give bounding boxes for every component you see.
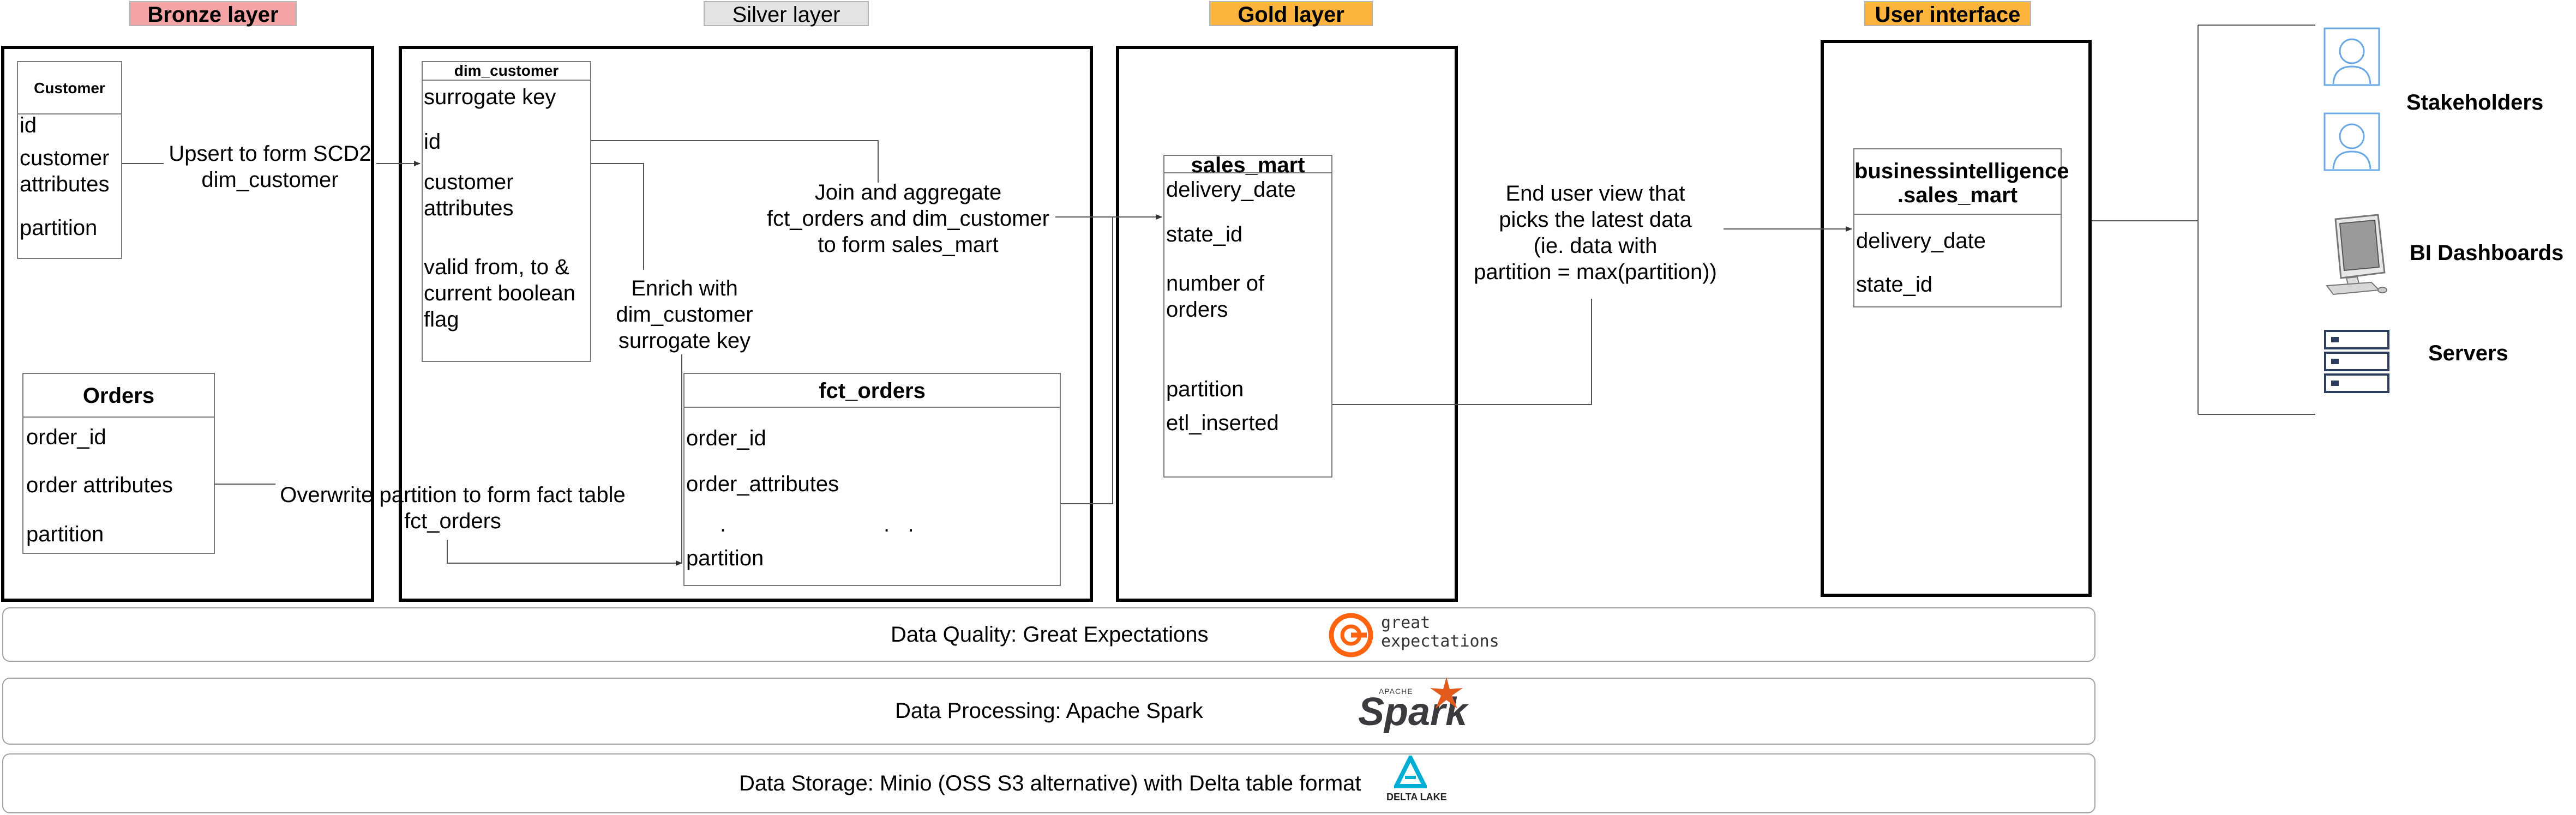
- sales-mart-field-etl-inserted: etl_inserted: [1166, 411, 1279, 435]
- dim-customer-field-id: id: [424, 130, 441, 154]
- data-storage-band: [2, 753, 2095, 813]
- orders-table: Orders: [22, 373, 215, 554]
- customer-table: Customer: [17, 61, 122, 259]
- annotation-enrich: Enrich with dim_customer surrogate key: [616, 276, 753, 353]
- sales-mart-field-delivery-date: delivery_date: [1166, 178, 1296, 202]
- dim-customer-field-validity: valid from, to & current boolean flag: [424, 255, 575, 331]
- bi-view-table: businessintelligence .sales_mart: [1853, 148, 2069, 307]
- sales-mart-field-partition: partition: [1166, 377, 1244, 401]
- stakeholder-icon: [2323, 27, 2380, 86]
- ui-layer-label: User interface: [1864, 1, 2031, 27]
- orders-field-partition: partition: [26, 522, 104, 546]
- fct-orders-field-order-id: order_id: [686, 426, 766, 450]
- bi-dashboard-icon: [2326, 214, 2387, 295]
- orders-field-order-id: order_id: [26, 425, 106, 449]
- customer-field-id: id: [20, 113, 37, 137]
- delta-lake-logo-icon: [1394, 756, 1427, 788]
- servers-label: Servers: [2428, 341, 2508, 365]
- sales-mart-field-number-of-orders: number of orders: [1166, 271, 1265, 322]
- stakeholders-label: Stakeholders: [2406, 90, 2544, 114]
- customer-table-title: Customer: [18, 62, 121, 114]
- data-quality-label: Data Quality: Great Expectations: [891, 623, 1209, 647]
- annotation-upsert: Upsert to form SCD2 dim_customer: [169, 142, 371, 192]
- edge-overwrite-to-fct: [447, 540, 682, 566]
- gold-layer-label: Gold layer: [1209, 1, 1373, 27]
- server-icon: [2324, 330, 2389, 393]
- great-expectations-logo-line2: expectations: [1381, 632, 1499, 651]
- sales-mart-table-title: sales_mart: [1164, 154, 1331, 176]
- edge-mart-to-enduser: [1332, 299, 1592, 405]
- data-processing-label: Data Processing: Apache Spark: [895, 699, 1203, 723]
- fct-orders-field-ellipsis: . . .: [720, 512, 914, 536]
- sales-mart-field-state-id: state_id: [1166, 222, 1243, 246]
- annotation-end-user-view: End user view that picks the latest data…: [1474, 182, 1717, 284]
- fct-orders-table-title: fct_orders: [684, 374, 1060, 408]
- fct-orders-field-partition: partition: [686, 546, 764, 570]
- sales-mart-table: sales_mart: [1163, 154, 1332, 478]
- bi-dashboards-label: BI Dashboards: [2410, 241, 2564, 265]
- stakeholder-icon-2: [2323, 112, 2380, 171]
- dim-customer-table: dim_customer: [422, 61, 591, 362]
- edge-dim-to-join: [591, 140, 879, 183]
- dim-customer-field-surrogate-key: surrogate key: [424, 85, 556, 109]
- customer-field-attributes: customer attributes: [20, 146, 110, 196]
- spark-star-icon: [1430, 677, 1463, 709]
- silver-layer-label: Silver layer: [704, 1, 869, 27]
- bi-view-field-state-id: state_id: [1856, 273, 1933, 297]
- fct-orders-field-order-attributes: order_attributes: [686, 472, 839, 496]
- spark-logo-small-text: APACHE: [1379, 687, 1413, 696]
- data-storage-label: Data Storage: Minio (OSS S3 alternative)…: [739, 771, 1361, 795]
- annotation-join: Join and aggregate fct_orders and dim_cu…: [766, 180, 1049, 257]
- bi-view-table-title: businessintelligence .sales_mart: [1854, 149, 2069, 215]
- great-expectations-logo-icon: [1329, 613, 1373, 657]
- bronze-layer-label: Bronze layer: [129, 1, 297, 27]
- orders-table-title: Orders: [23, 374, 214, 418]
- edge-fct-to-mart: [1061, 214, 1162, 504]
- ui-layer: [1821, 40, 2092, 597]
- dim-customer-table-title: dim_customer: [423, 62, 590, 81]
- data-processing-band: [2, 678, 2095, 745]
- orders-field-order-attributes: order attributes: [26, 473, 173, 497]
- dim-customer-field-attributes: customer attributes: [424, 170, 514, 220]
- annotation-overwrite: Overwrite partition to form fact table f…: [280, 483, 626, 533]
- bi-view-field-delivery-date: delivery_date: [1856, 229, 1986, 253]
- fct-orders-table: fct_orders: [683, 373, 1061, 586]
- great-expectations-logo-line1: great: [1381, 613, 1431, 632]
- edge-dim-to-enrich: [591, 163, 644, 270]
- delta-lake-logo-text: DELTA LAKE: [1386, 792, 1447, 802]
- customer-field-partition: partition: [20, 216, 98, 240]
- data-quality-band: [2, 607, 2095, 662]
